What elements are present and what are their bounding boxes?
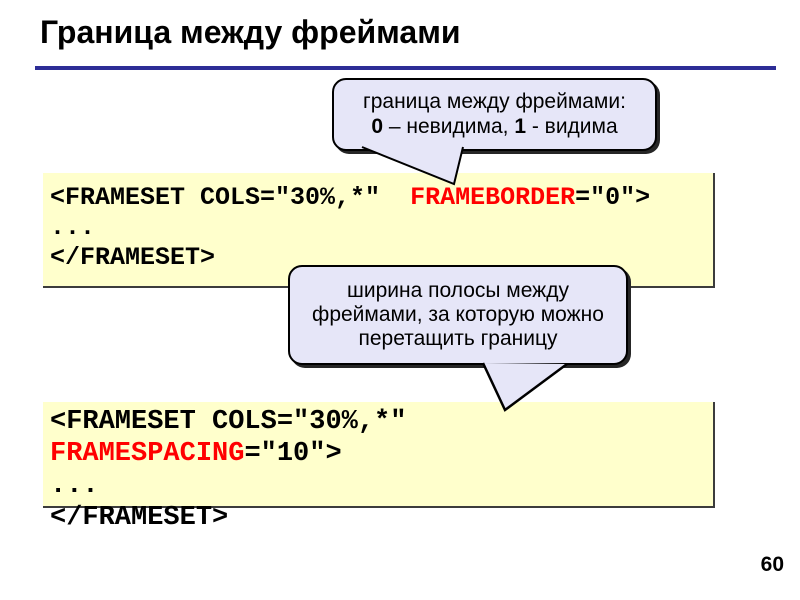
code-text: ="0"> bbox=[575, 183, 651, 212]
code-line: FRAMESPACING="10"> bbox=[50, 438, 713, 470]
code-line: <FRAMESET COLS="30%,*" bbox=[50, 407, 407, 437]
page-number: 60 bbox=[760, 553, 784, 576]
callout-bold-one: 1 bbox=[514, 115, 526, 138]
code-highlight-frameborder: FRAMEBORDER bbox=[410, 183, 576, 212]
code-text: ="10"> bbox=[244, 439, 342, 469]
callout-bold-zero: 0 bbox=[371, 115, 384, 138]
callout-line: ширина полосы между bbox=[347, 279, 569, 302]
callout-frameborder: граница между фреймами: 0 – невидима, 1 … bbox=[332, 78, 657, 151]
code-highlight-framespacing: FRAMESPACING bbox=[50, 439, 245, 469]
callout-line: 0 – невидима, 1 - видима bbox=[334, 114, 655, 139]
code-line: ... bbox=[50, 213, 96, 242]
callout-line: граница между фреймами: bbox=[363, 90, 626, 113]
code-line: <FRAMESET COLS="30%,*" FRAMEBORDER="0"> bbox=[50, 183, 713, 213]
callout-text: – невидима, bbox=[383, 115, 515, 138]
code-line: ... bbox=[50, 471, 99, 501]
callout-line: перетащить границу bbox=[358, 327, 558, 350]
code-line: </FRAMESET> bbox=[50, 503, 229, 533]
code-line: </FRAMESET> bbox=[50, 243, 216, 272]
code-text: <FRAMESET COLS="30%,*" bbox=[50, 183, 411, 212]
slide-title: Граница между фреймами bbox=[40, 14, 461, 50]
callout-text: - видима bbox=[526, 115, 618, 138]
callout-line: фреймами, за которую можно bbox=[312, 303, 604, 326]
code-block-framespacing: <FRAMESET COLS="30%,*" FRAMESPACING="10"… bbox=[43, 402, 715, 533]
callout-framespacing: ширина полосы между фреймами, за которую… bbox=[288, 265, 628, 365]
title-underline bbox=[35, 66, 776, 70]
